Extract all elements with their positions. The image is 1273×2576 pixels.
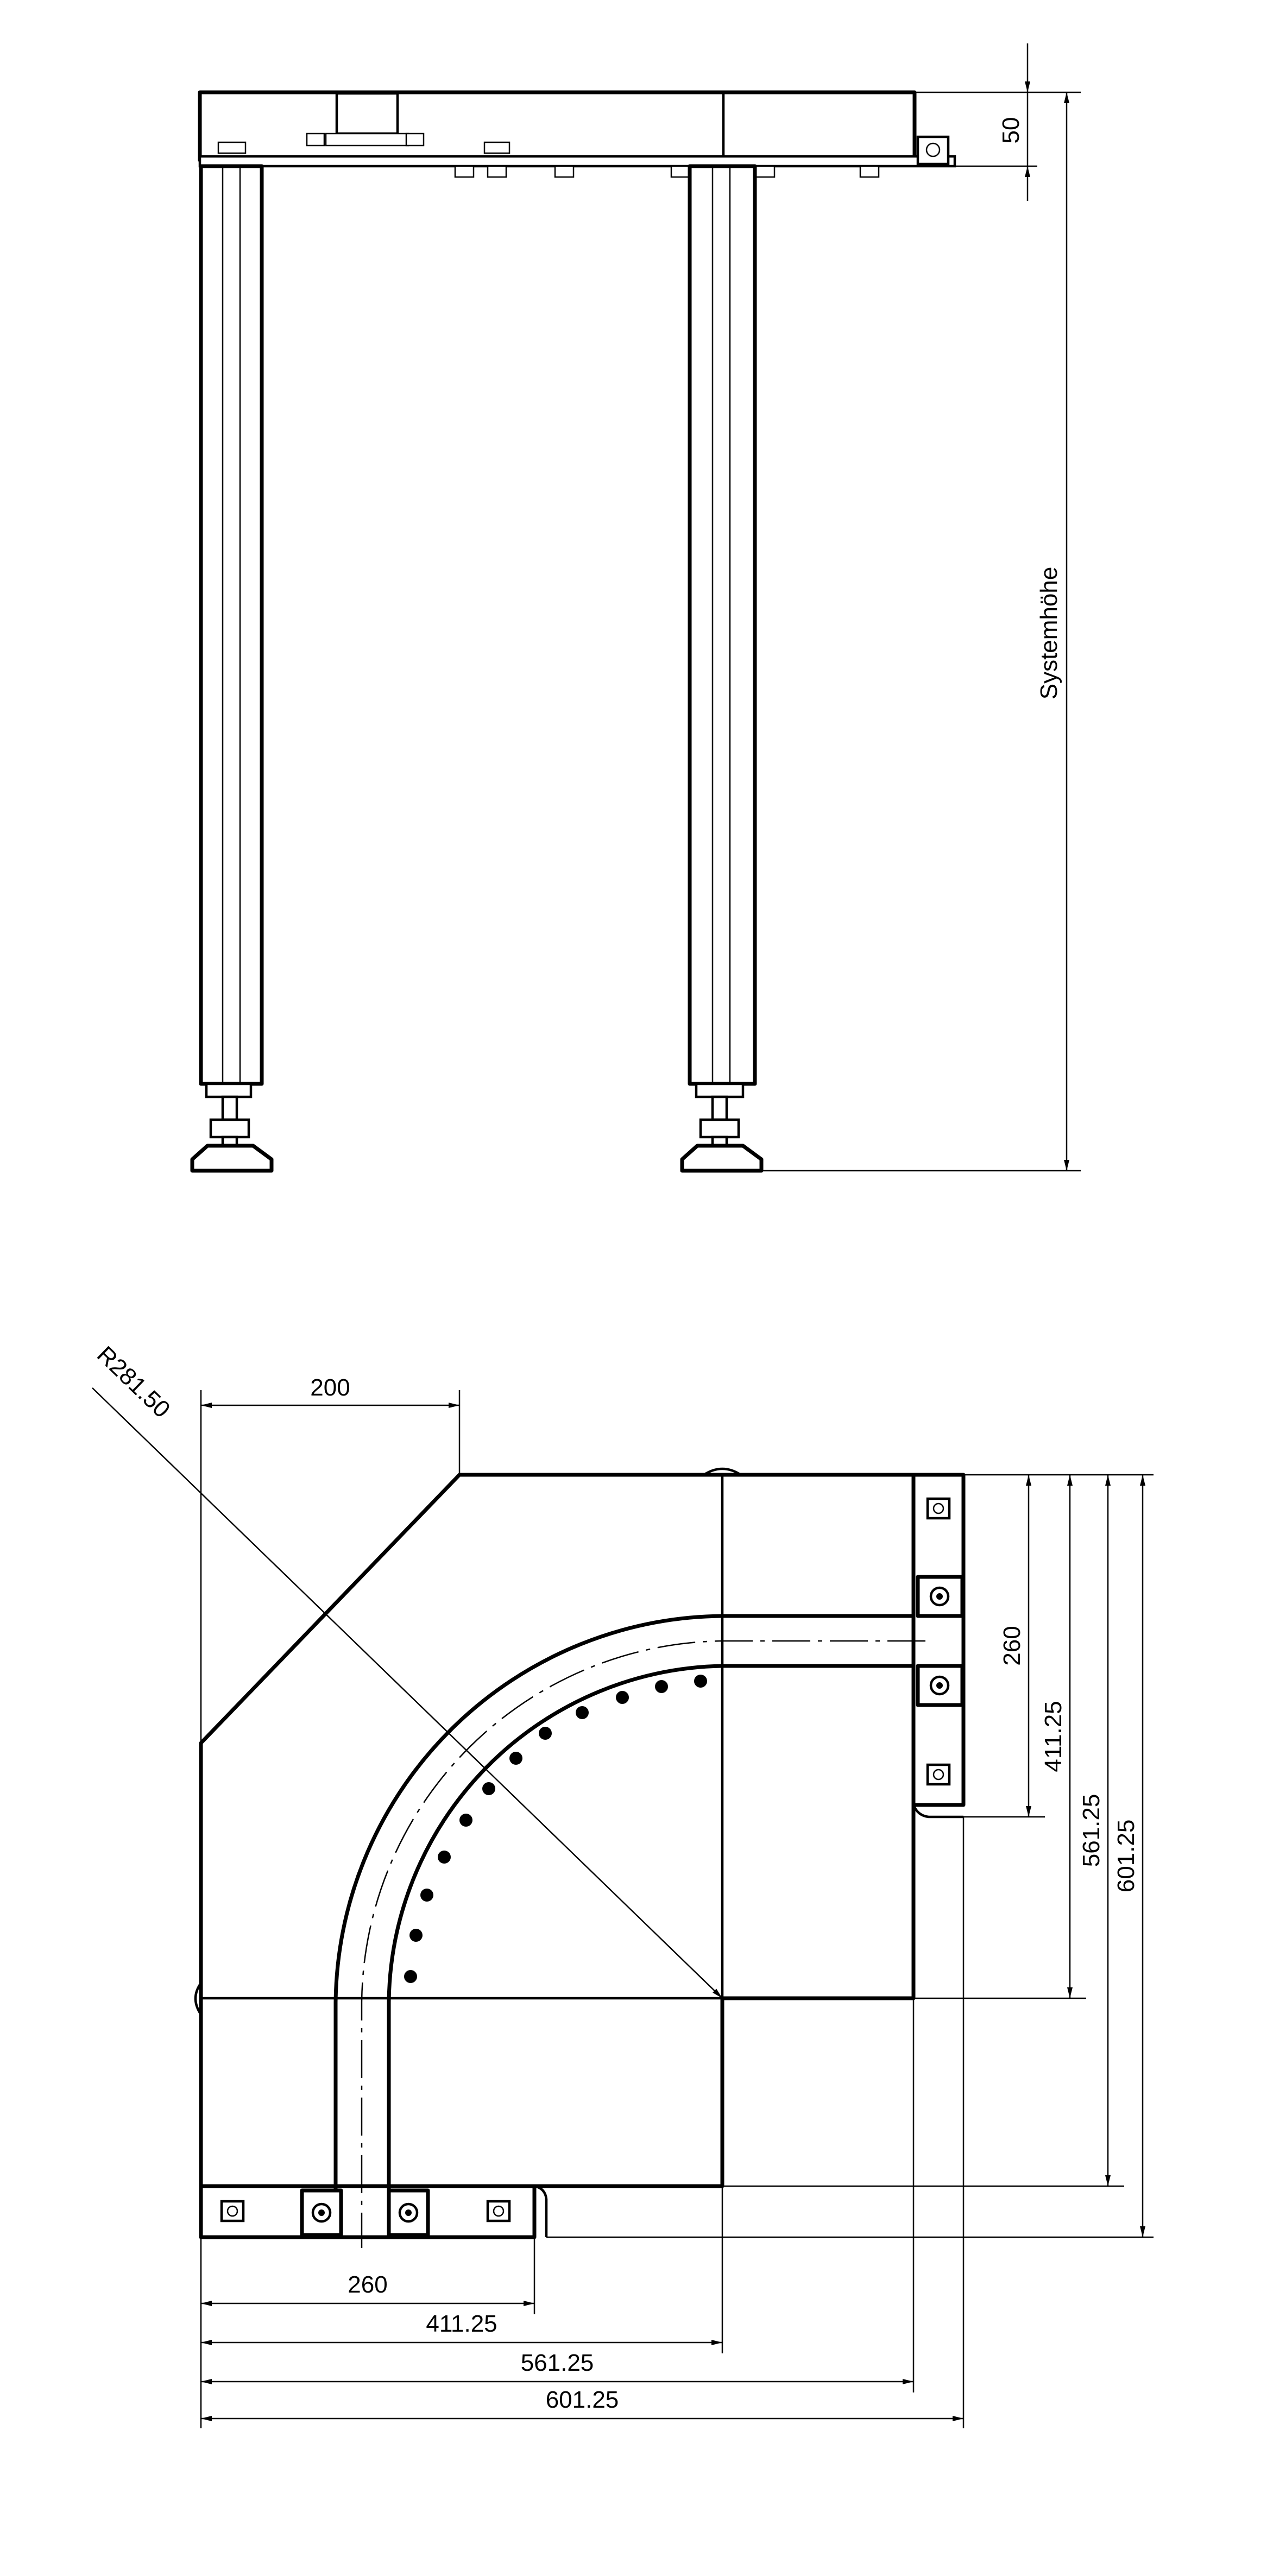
roller-dot xyxy=(404,1970,417,1983)
roller-dot xyxy=(655,1680,668,1693)
fixture-hole xyxy=(932,1769,944,1781)
fixture-bolt xyxy=(929,1586,950,1607)
radius-label: R281.50 xyxy=(92,1341,175,1423)
edge-clamp-bolt xyxy=(925,142,941,157)
lower-clamp-1 xyxy=(454,165,475,178)
right-bracket-tail xyxy=(912,1804,963,1819)
belt-outer xyxy=(333,1614,913,2237)
roller-dots xyxy=(404,1675,707,1983)
edge-clamp xyxy=(916,135,950,166)
motor-block xyxy=(335,92,399,135)
clamp-left xyxy=(217,141,247,154)
fixture-square xyxy=(220,2200,245,2223)
dim-bottom-601-label: 601.25 xyxy=(546,2386,619,2413)
elevation-view: 50 Systemhöhe xyxy=(190,43,1081,1173)
lower-clamp-5 xyxy=(755,165,776,178)
leg-right-nut xyxy=(699,1118,740,1139)
lower-clamp-4 xyxy=(670,165,691,178)
radius-line xyxy=(92,1387,723,1999)
bump-left xyxy=(194,1982,202,2016)
roller-dot xyxy=(459,1814,472,1827)
fixture-square xyxy=(926,1763,951,1786)
right-bracket xyxy=(911,1473,966,1807)
right-dimensions: 260 411.25 561.25 601.25 xyxy=(546,1474,1154,2238)
right-bracket-fixtures xyxy=(916,1497,965,1786)
belt-inner xyxy=(387,1664,913,2237)
bottom-bracket-fixtures xyxy=(220,2188,511,2237)
roller-dot xyxy=(694,1675,707,1688)
dim-right-601-label: 601.25 xyxy=(1113,1820,1139,1893)
dim-bottom-561-label: 561.25 xyxy=(521,2350,594,2376)
motor-base xyxy=(325,132,409,147)
roller-dot xyxy=(409,1929,423,1942)
bump-top xyxy=(703,1467,742,1476)
dim-200-label: 200 xyxy=(310,1374,350,1401)
leg-right-foot xyxy=(680,1144,764,1173)
clamp-4 xyxy=(483,141,511,154)
fixture-bolt-core xyxy=(318,2209,325,2216)
fixture-bolt-core xyxy=(405,2209,412,2216)
dim-bottom-411-label: 411.25 xyxy=(426,2310,497,2337)
clamp-3 xyxy=(405,132,425,147)
fixture-square xyxy=(486,2200,511,2223)
bottom-bracket-tail xyxy=(534,2184,548,2237)
fixture-bolt xyxy=(929,1675,950,1696)
leg-right-outer xyxy=(688,164,757,1086)
underside-rail xyxy=(198,155,956,168)
roller-dot xyxy=(482,1782,495,1795)
leg-left-foot xyxy=(190,1144,274,1173)
lower-clamp-3 xyxy=(554,165,575,178)
leg-left-screw xyxy=(221,1095,238,1121)
dim-50-label: 50 xyxy=(998,117,1024,144)
roller-dot xyxy=(576,1706,589,1719)
fixture-hole xyxy=(493,2205,505,2217)
fixture-clamp xyxy=(916,1664,965,1707)
roller-dot xyxy=(616,1691,629,1704)
belt-centerline xyxy=(361,1640,925,2248)
bottom-bracket xyxy=(199,2184,537,2239)
fixture-hole xyxy=(932,1502,944,1514)
dim-system-height-label: Systemhöhe xyxy=(1036,567,1062,700)
fixture-bolt xyxy=(398,2202,419,2223)
plan-outline xyxy=(199,1473,916,2188)
top-plate xyxy=(198,90,917,162)
fixture-square xyxy=(926,1497,951,1520)
dim-right-411-label: 411.25 xyxy=(1040,1701,1067,1772)
bottom-dimensions: 260 411.25 561.25 601.25 xyxy=(200,1817,965,2428)
leg-right-foot-block xyxy=(695,1082,745,1098)
roller-dot xyxy=(438,1851,451,1864)
roller-dot xyxy=(539,1727,552,1740)
clamp-2 xyxy=(306,132,325,147)
lower-clamp-2 xyxy=(487,165,507,178)
roller-dot xyxy=(420,1889,433,1902)
leg-left-foot-block xyxy=(205,1082,253,1098)
leg-left-nut xyxy=(209,1118,250,1139)
fixture-hole xyxy=(226,2205,238,2217)
dim-right-260-label: 260 xyxy=(999,1626,1025,1665)
fixture-bolt xyxy=(311,2202,332,2223)
fixture-bolt-core xyxy=(936,1593,943,1600)
dim-right-561-label: 561.25 xyxy=(1078,1794,1105,1867)
lower-clamp-6 xyxy=(859,165,880,178)
leg-left-outer xyxy=(199,164,264,1086)
dim-bottom-260-label: 260 xyxy=(348,2271,387,2298)
leg-right-screw xyxy=(711,1095,728,1121)
roller-dot xyxy=(509,1752,522,1765)
fixture-bolt-core xyxy=(936,1682,943,1689)
plan-view: R281.50 200 260 411.25 561.25 601.25 xyxy=(92,1341,1154,2428)
